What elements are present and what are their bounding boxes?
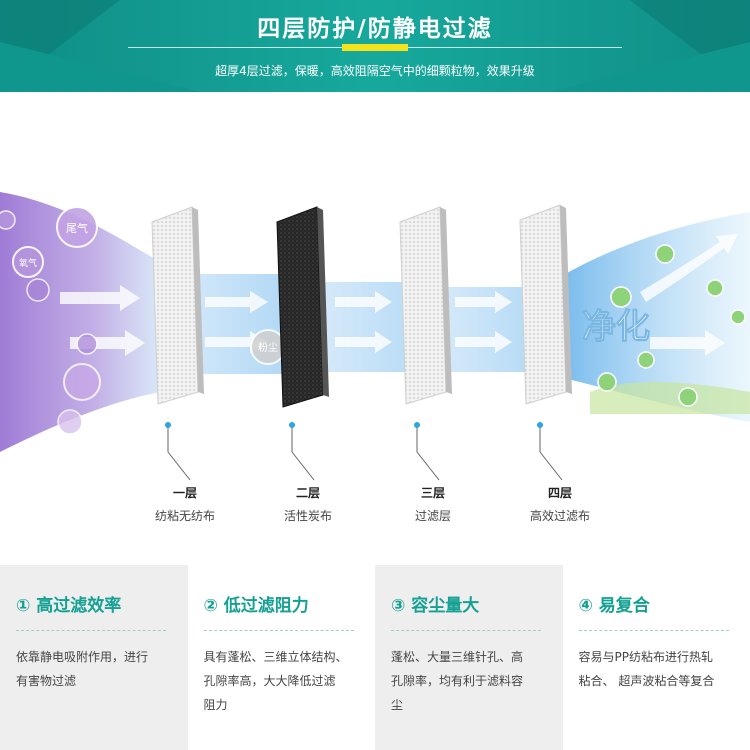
feature-divider-3 — [391, 630, 541, 631]
filter-layer-3 — [399, 206, 452, 405]
page-title: 四层防护/防静电过滤 — [257, 16, 493, 42]
page-subtitle: 超厚4层过滤，保暖，高效阻隔空气中的细颗粒物，效果升级 — [215, 64, 535, 78]
clean-air-bubbles — [597, 244, 746, 407]
feature-card-1: ① 高过滤效率 依靠静电吸附作用，进行 有害物过滤 — [0, 565, 188, 750]
pollutant-oxygen: 氧气 — [19, 257, 37, 269]
pollutant-dust: 粉尘 — [258, 341, 278, 354]
pollutant-bubbles — [0, 206, 286, 435]
feature-card-2: ② 低过滤阻力 具有蓬松、三维立体结构、 孔隙率高，大大降低过滤 阻力 — [187, 565, 375, 750]
filter-layer-4 — [519, 204, 572, 405]
feature-divider-4 — [578, 630, 729, 631]
airflow-diagram: 尾气 氧气 粉尘 净化 — [0, 192, 750, 481]
header-banner: 四层防护/防静电过滤 超厚4层过滤，保暖，高效阻隔空气中的细颗粒物，效果升级 — [0, 0, 750, 92]
feature-title-3: ③ 容尘量大 — [391, 596, 480, 616]
feature-desc-1-line-1: 依靠静电吸附作用，进行 — [16, 650, 149, 664]
feature-desc-3: 蓬松、大量三维针孔、高 孔隙率，均有利于滤料容 尘 — [391, 645, 549, 717]
grass-decor — [590, 382, 750, 414]
feature-divider-1 — [16, 630, 166, 631]
layer-number-3: 三层 — [420, 486, 445, 500]
feature-desc-4: 容易与PP纺粘布进行热轧 粘合、 超声波粘合等复合 — [579, 645, 737, 693]
feature-desc-1: 依靠静电吸附作用，进行 有害物过滤 — [16, 645, 174, 693]
feature-desc-2-line-3: 阻力 — [203, 698, 228, 712]
purified-label: 净化 — [582, 307, 650, 347]
layer-number-1: 一层 — [172, 486, 197, 500]
filter-layer-2 — [276, 206, 329, 408]
layer-label-2: 二层 活性炭布 — [248, 484, 368, 524]
layer-name-4: 高效过滤布 — [529, 509, 590, 523]
feature-title-4: ④ 易复合 — [578, 596, 650, 616]
feature-desc-2: 具有蓬松、三维立体结构、 孔隙率高，大大降低过滤 阻力 — [204, 645, 362, 717]
feature-cards: ① 高过滤效率 依靠静电吸附作用，进行 有害物过滤 ② 低过滤阻力 具有蓬松、三… — [0, 565, 750, 750]
layer-number-2: 二层 — [295, 486, 320, 500]
pollutant-exhaust: 尾气 — [66, 221, 88, 235]
callout-dots — [165, 422, 543, 428]
layer-name-3: 过滤层 — [414, 509, 451, 523]
banner-decor-right-lower — [550, 42, 750, 92]
feature-divider-2 — [203, 630, 354, 631]
callout-lines — [167, 427, 563, 481]
banner-decor-left-lower — [0, 42, 200, 92]
layer-label-1: 一层 纺粘无纺布 — [125, 484, 245, 524]
feature-desc-2-line-2: 孔隙率高，大大降低过滤 — [203, 674, 336, 688]
layer-name-2: 活性炭布 — [283, 509, 332, 523]
feature-card-3: ③ 容尘量大 蓬松、大量三维针孔、高 孔隙率，均有利于滤料容 尘 — [375, 565, 563, 750]
layer-label-4: 四层 高效过滤布 — [500, 484, 620, 524]
feature-title-2: ② 低过滤阻力 — [203, 596, 309, 616]
feature-desc-4-line-1: 容易与PP纺粘布进行热轧 — [578, 650, 713, 664]
layer-label-3: 三层 过滤层 — [373, 484, 493, 524]
filter-illustration: 尾气 氧气 粉尘 净化 一层 纺粘无纺布 二层 活性炭布 三层 过滤层 四层 高… — [0, 92, 750, 552]
feature-title-1: ① 高过滤效率 — [16, 596, 122, 616]
feature-desc-3-line-3: 尘 — [391, 698, 404, 712]
feature-desc-3-line-1: 蓬松、大量三维针孔、高 — [391, 650, 524, 664]
feature-desc-1-line-2: 有害物过滤 — [16, 674, 77, 688]
filter-layer-1 — [151, 206, 204, 405]
title-accent-bar — [342, 44, 408, 51]
layer-name-1: 纺粘无纺布 — [154, 509, 215, 523]
clean-airflow — [560, 212, 750, 422]
feature-desc-3-line-2: 孔隙率，均有利于滤料容 — [391, 674, 524, 688]
feature-card-4: ④ 易复合 容易与PP纺粘布进行热轧 粘合、 超声波粘合等复合 — [562, 565, 750, 750]
feature-desc-2-line-1: 具有蓬松、三维立体结构、 — [203, 650, 348, 664]
layer-number-4: 四层 — [547, 486, 572, 500]
feature-desc-4-line-2: 粘合、 超声波粘合等复合 — [578, 674, 715, 688]
